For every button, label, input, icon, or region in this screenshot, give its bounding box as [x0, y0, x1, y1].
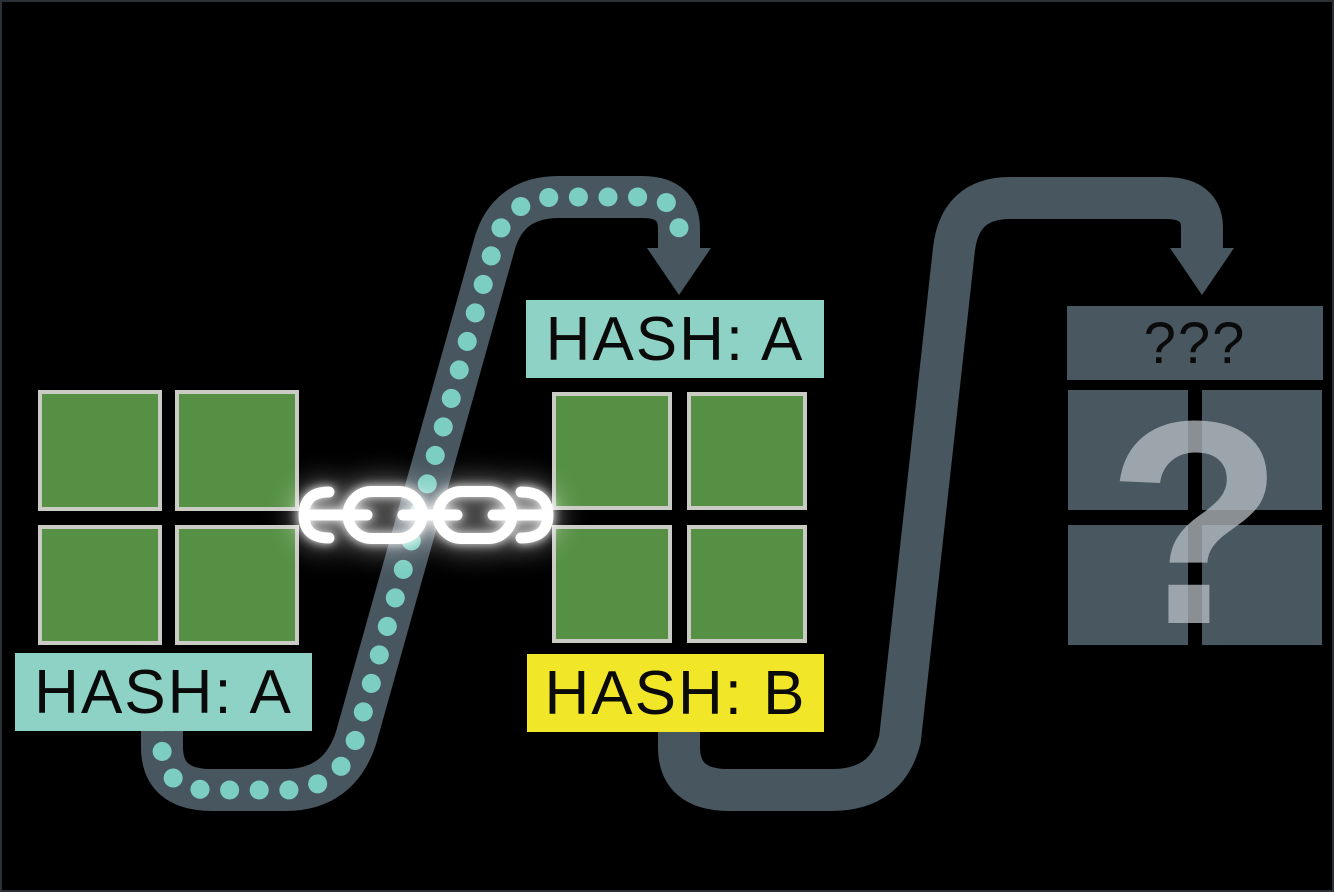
block-a-data-square	[175, 390, 299, 511]
chain-end-link-right	[515, 486, 554, 544]
block-b-data-square	[687, 392, 807, 510]
chain-oval-link	[432, 486, 518, 544]
block-b-prev-hash-label: HASH: A	[526, 300, 824, 378]
chain-oval-link	[342, 486, 428, 544]
block-a-data-square	[175, 524, 299, 645]
block-a-data-square	[38, 524, 162, 645]
block-b-data-square	[552, 525, 672, 643]
chain-end-link-left	[298, 486, 335, 544]
block-a-data-grid	[38, 390, 299, 645]
block-a-data-square	[38, 390, 162, 511]
block-b-data-square	[552, 392, 672, 510]
block-b-data-grid	[552, 392, 807, 643]
block-b-hash-label: HASH: B	[527, 654, 824, 732]
block-a-hash-label: HASH: A	[15, 653, 312, 731]
block-b-data-square	[687, 525, 807, 643]
question-mark-icon: ?	[1106, 360, 1284, 685]
